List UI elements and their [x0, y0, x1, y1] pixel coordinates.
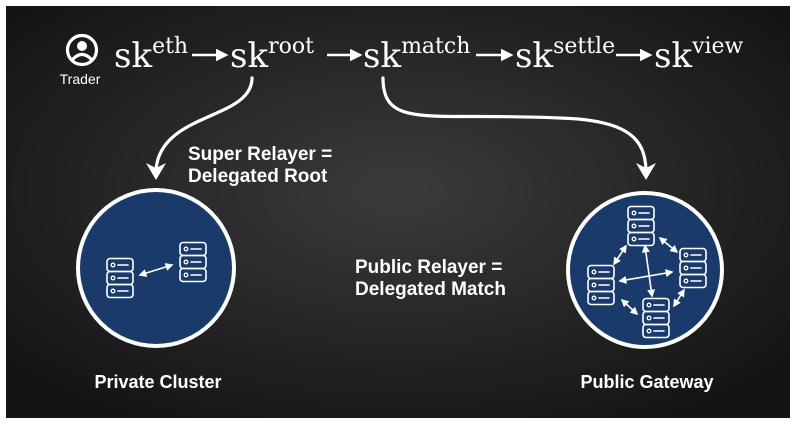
- key-sk-settle: sksettle: [515, 34, 615, 76]
- key-sk-eth: sketh: [114, 34, 188, 76]
- private-cluster-circle: [76, 188, 236, 348]
- private-cluster-node: [76, 188, 236, 348]
- public-gateway-node: [566, 191, 724, 349]
- key-sk-root: skroot: [230, 34, 314, 76]
- key-sk-view: skview: [654, 34, 744, 76]
- key-chain: sketh skroot skmatch sksettle skview: [114, 34, 744, 76]
- super-relayer-line-2: Delegated Root: [188, 166, 328, 187]
- public-relayer-line-2: Delegated Match: [355, 279, 506, 300]
- server-pair-icon: [107, 243, 206, 298]
- public-gateway-label: Public Gateway: [580, 372, 713, 392]
- key-sk-match: skmatch: [363, 34, 470, 76]
- public-relayer-line-1: Public Relayer =: [355, 257, 502, 278]
- private-cluster-label: Private Cluster: [94, 372, 221, 392]
- delegation-arrow-root: [154, 76, 254, 172]
- super-relayer-line-1: Super Relayer =: [188, 144, 332, 165]
- server-mesh-icon: [588, 207, 706, 338]
- delegation-arrow-match: [381, 76, 648, 172]
- delegation-arrowhead-root: [146, 163, 166, 180]
- trader-label: Trader: [60, 71, 101, 87]
- trader-icon: [65, 33, 99, 67]
- delegation-arrowhead-match: [636, 163, 656, 180]
